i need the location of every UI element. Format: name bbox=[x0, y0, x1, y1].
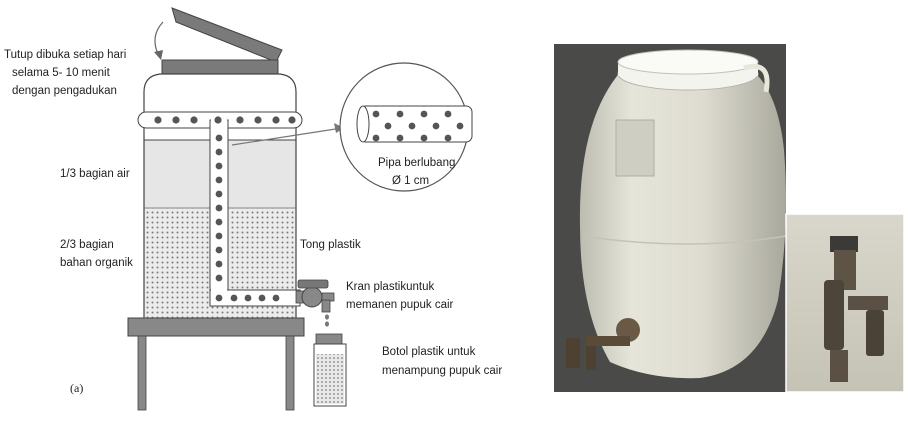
composter-diagram: Tutup dibuka setiap hari selama 5- 10 me… bbox=[4, 8, 502, 410]
collection-bottle bbox=[314, 334, 346, 406]
pipe-detail-label-1: Pipa berlubang bbox=[378, 157, 455, 169]
drum-label: Tong plastik bbox=[300, 239, 361, 251]
liquid-drops bbox=[325, 314, 329, 326]
bottle-label-2: menampung pupuk cair bbox=[382, 365, 502, 377]
stand-top bbox=[128, 318, 304, 336]
lid-note-line-3: dengan pengadukan bbox=[12, 85, 117, 97]
bottle-label-1: Botol plastik untuk bbox=[382, 346, 476, 358]
stand-leg-right bbox=[286, 336, 294, 410]
drum-shoulder bbox=[144, 74, 296, 110]
lid-open-arrow bbox=[155, 22, 163, 54]
pipe-detail bbox=[357, 106, 472, 142]
tap-label-2: memanen pupuk cair bbox=[346, 299, 454, 311]
stand-leg-left bbox=[138, 336, 146, 410]
pipe-detail-label-2: Ø 1 cm bbox=[392, 175, 429, 187]
lid-note-line-2: selama 5- 10 menit bbox=[12, 67, 111, 79]
organic-layer-label-2: bahan organik bbox=[60, 257, 133, 269]
drum-tap bbox=[296, 280, 334, 312]
drum-lid-rim bbox=[162, 60, 278, 74]
organic-layer-label-1: 2/3 bagian bbox=[60, 239, 114, 251]
tap-closeup-photo bbox=[786, 214, 904, 392]
water-layer-label: 1/3 bagian air bbox=[60, 168, 130, 180]
plastic-drum-with-tap-photo bbox=[554, 44, 786, 392]
panel-label: (a) bbox=[70, 381, 83, 395]
open-lid bbox=[172, 8, 282, 62]
lid-note-line-1: Tutup dibuka setiap hari bbox=[4, 49, 126, 61]
lid-arrow-head bbox=[154, 50, 163, 60]
tap-label-1: Kran plastikuntuk bbox=[346, 281, 434, 293]
